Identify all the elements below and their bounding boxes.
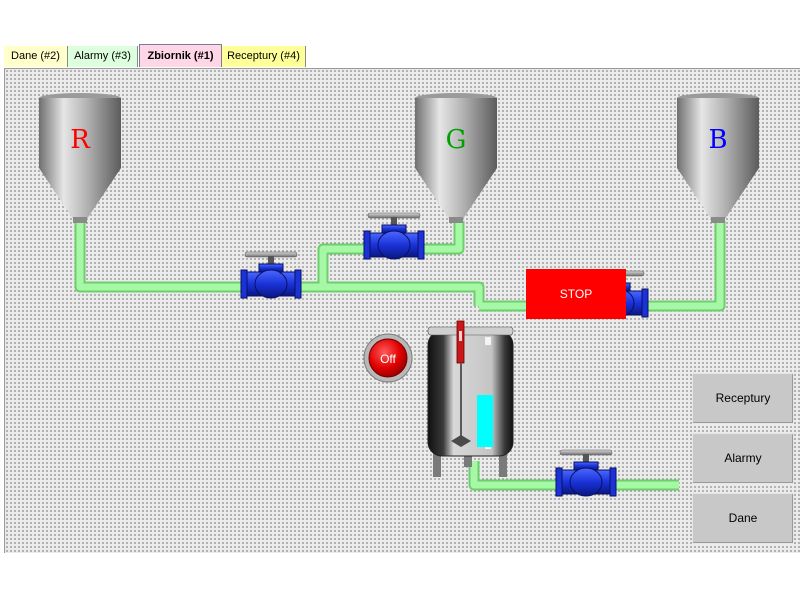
hopper-icon: [39, 93, 121, 223]
hopper-g: G: [415, 93, 497, 223]
hopper-r: R: [39, 93, 121, 223]
valve-g[interactable]: [363, 212, 425, 260]
valve-r[interactable]: [240, 251, 302, 299]
receptury-button[interactable]: Receptury: [692, 373, 794, 424]
mixer-tank: [427, 320, 514, 477]
tank-level-indicator: [477, 395, 493, 447]
dane-button[interactable]: Dane: [692, 493, 794, 544]
alarmy-button[interactable]: Alarmy: [692, 433, 794, 484]
mixer-tank-icon: [427, 320, 514, 477]
hopper-b: B: [677, 93, 759, 223]
valve-icon: [555, 449, 617, 497]
hopper-b-letter: B: [708, 125, 727, 155]
valve-icon: [240, 251, 302, 299]
tab-zbiornik[interactable]: Zbiornik (#1): [139, 44, 222, 67]
power-button[interactable]: Off: [363, 333, 413, 383]
tab-receptury[interactable]: Receptury (#4): [222, 46, 306, 67]
hopper-icon: [415, 93, 497, 223]
tab-alarmy[interactable]: Alarmy (#3): [68, 46, 138, 67]
tab-dane[interactable]: Dane (#2): [4, 46, 68, 67]
hopper-g-letter: G: [446, 125, 467, 155]
stop-indicator: STOP: [526, 269, 626, 319]
valve-icon: [363, 212, 425, 260]
process-canvas: R G B: [4, 68, 800, 553]
hopper-icon: [677, 93, 759, 223]
power-button-label: Off: [380, 352, 396, 366]
valve-outlet[interactable]: [555, 449, 617, 497]
hopper-r-letter: R: [70, 125, 91, 155]
power-button-icon: [363, 333, 413, 383]
